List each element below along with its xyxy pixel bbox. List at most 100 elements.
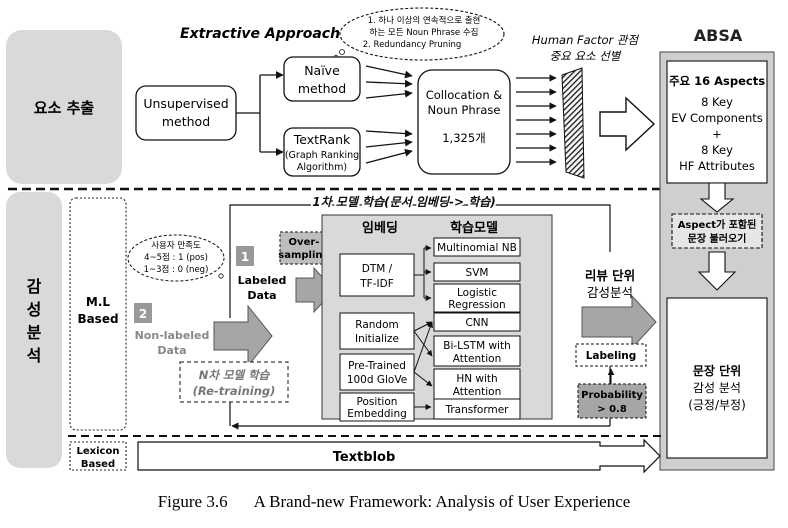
sentiment-section-label-3: 분	[27, 323, 42, 342]
naive-note-line-2: 하는 모든 Noun Phrase 수집	[370, 27, 479, 38]
collocation-label-2: Noun Phrase	[428, 103, 501, 117]
embedding-position-label-1: Position	[357, 396, 398, 408]
flow-arrow	[365, 148, 413, 164]
naive-note-dot	[339, 49, 345, 55]
ml-based-label-2: Based	[77, 312, 118, 326]
textblob-label: Textblob	[333, 450, 396, 465]
embedding-glove-box	[339, 353, 415, 391]
embedding-position-box	[339, 392, 415, 422]
model-bilstm-label-2: Attention	[453, 353, 501, 365]
unsupervised-method-label-1: Unsupervised	[143, 96, 228, 111]
model-bilstm-box	[433, 335, 521, 367]
extraction-section-label: 요소 추출	[34, 99, 95, 117]
naive-note-bubble	[339, 7, 505, 61]
flow-arrow	[365, 89, 413, 99]
human-factor-label-2: 중요 요소 선별	[550, 49, 622, 63]
model-logistic-label-2: Regression	[448, 299, 505, 311]
figure-caption-text: A Brand-new Framework: Analysis of User …	[253, 492, 631, 511]
model-svm-label: SVM	[466, 267, 489, 279]
probability-label-2: > 0.8	[597, 404, 627, 415]
sentence-sentiment-label-2: 감성 분석	[693, 381, 741, 395]
embedding-dtm-box	[339, 253, 415, 297]
flow-arrow	[365, 79, 413, 88]
collocation-box	[417, 69, 511, 175]
n-training-box	[179, 361, 289, 403]
n-training-label-2: (Re-training)	[193, 384, 276, 398]
sentiment-section-label-2: 성	[27, 300, 42, 319]
sentiment-section-label-4: 석	[27, 346, 42, 365]
embedding-connector	[413, 321, 433, 373]
model-svm-box	[433, 262, 521, 282]
aspects-line-6: HF Attributes	[679, 159, 755, 173]
oversampling-label-1: Over-	[289, 237, 320, 248]
extraction-section-label-box	[6, 30, 122, 184]
probability-label-1: Probability	[581, 390, 643, 401]
aspect-sentence-label-2: 문장 불러오기	[688, 232, 747, 245]
review-sentiment-label-2: 감성분석	[587, 285, 633, 300]
satisfaction-bubble	[127, 234, 225, 282]
model-transformer-box	[433, 398, 521, 420]
ml-based-label-box	[69, 197, 127, 431]
satisfaction-line-3: 1~3점 : 0 (neg)	[144, 264, 209, 275]
naive-method-box	[283, 56, 361, 102]
textrank-label-1: TextRank	[293, 132, 351, 147]
satisfaction-line-1: 사용자 만족도	[151, 241, 201, 251]
labeled-data-label-2: Data	[247, 289, 276, 302]
unsupervised-method-label-2: method	[162, 114, 210, 129]
embedding-dtm-label-2: TF-IDF	[359, 278, 393, 290]
aspects-line-4: +	[712, 127, 722, 141]
satisfaction-line-2: 4~5점 : 1 (pos)	[144, 252, 208, 263]
naive-note-line-3: 2. Redundancy Pruning	[363, 40, 462, 50]
lexicon-based-label-1: Lexicon	[77, 446, 120, 457]
to-sentence-analysis-arrow	[581, 294, 657, 350]
unsupervised-bracket	[236, 75, 261, 152]
non-labeled-data-arrow	[213, 304, 273, 368]
first-training-loop	[229, 204, 611, 318]
aspects-to-sentence-arrow	[699, 182, 735, 213]
model-hn-label-1: HN with	[456, 373, 497, 385]
model-cnn-label: CNN	[465, 317, 488, 329]
model-logistic-label-1: Logistic	[457, 287, 497, 299]
step-1-label: 1	[241, 250, 249, 264]
selected-factors-block	[561, 67, 585, 179]
flow-arrow	[365, 65, 413, 79]
embedding-glove-label-1: Pre-Trained	[348, 360, 406, 372]
lexicon-based-label-box	[69, 441, 127, 471]
aspect-sentence-label-1: Aspect가 포함된	[678, 218, 757, 231]
model-logistic-box	[433, 283, 521, 313]
naive-method-label-1: Naïve	[304, 63, 340, 78]
collocation-label-1: Collocation &	[426, 88, 503, 102]
model-multinomial-nb-label: Multinomial NB	[437, 242, 517, 254]
non-labeled-data-label-1: Non-labeled	[135, 329, 210, 342]
labeled-data-label-1: Labeled	[238, 274, 287, 287]
flow-arrow	[365, 138, 413, 148]
embedding-dtm-label-1: DTM /	[362, 263, 393, 275]
embedding-position-label-2: Embedding	[347, 408, 407, 420]
textrank-label-2: (Graph Ranking	[285, 150, 359, 161]
model-hn-box	[433, 368, 521, 400]
embedding-random-label-1: Random	[355, 319, 398, 331]
aspects-line-2: 8 Key	[701, 95, 733, 109]
step-2-label: 2	[139, 307, 147, 321]
to-absa-block-arrow	[599, 96, 656, 152]
human-factor-label-1: Human Factor 관점	[532, 33, 640, 47]
step-2-marker	[134, 303, 152, 323]
sentence-sentiment-label-1: 문장 단위	[693, 363, 741, 378]
embedding-connector	[413, 371, 433, 387]
collocation-count: 1,325개	[442, 131, 486, 145]
model-transformer-label: Transformer	[444, 404, 509, 416]
ml-based-label-1: M.L	[86, 295, 111, 309]
aspects-title: 주요 16 Aspects	[669, 74, 765, 88]
step-1-marker	[236, 246, 254, 266]
satisfaction-dot	[218, 273, 224, 279]
first-training-label: 1차 모델 학습(문서 임베딩-> 학습)	[312, 195, 496, 209]
lexicon-based-label-2: Based	[81, 459, 115, 470]
textrank-label-3: Algorithm)	[297, 162, 347, 173]
embedding-random-label-2: Initialize	[355, 333, 399, 345]
oversampling-box	[279, 231, 329, 265]
aspects-line-3: EV Components	[671, 111, 763, 125]
sentence-to-analysis-arrow	[697, 251, 737, 291]
sentence-sentiment-box	[666, 297, 768, 459]
n-training-label-1: N차 모델 학습	[199, 368, 271, 382]
